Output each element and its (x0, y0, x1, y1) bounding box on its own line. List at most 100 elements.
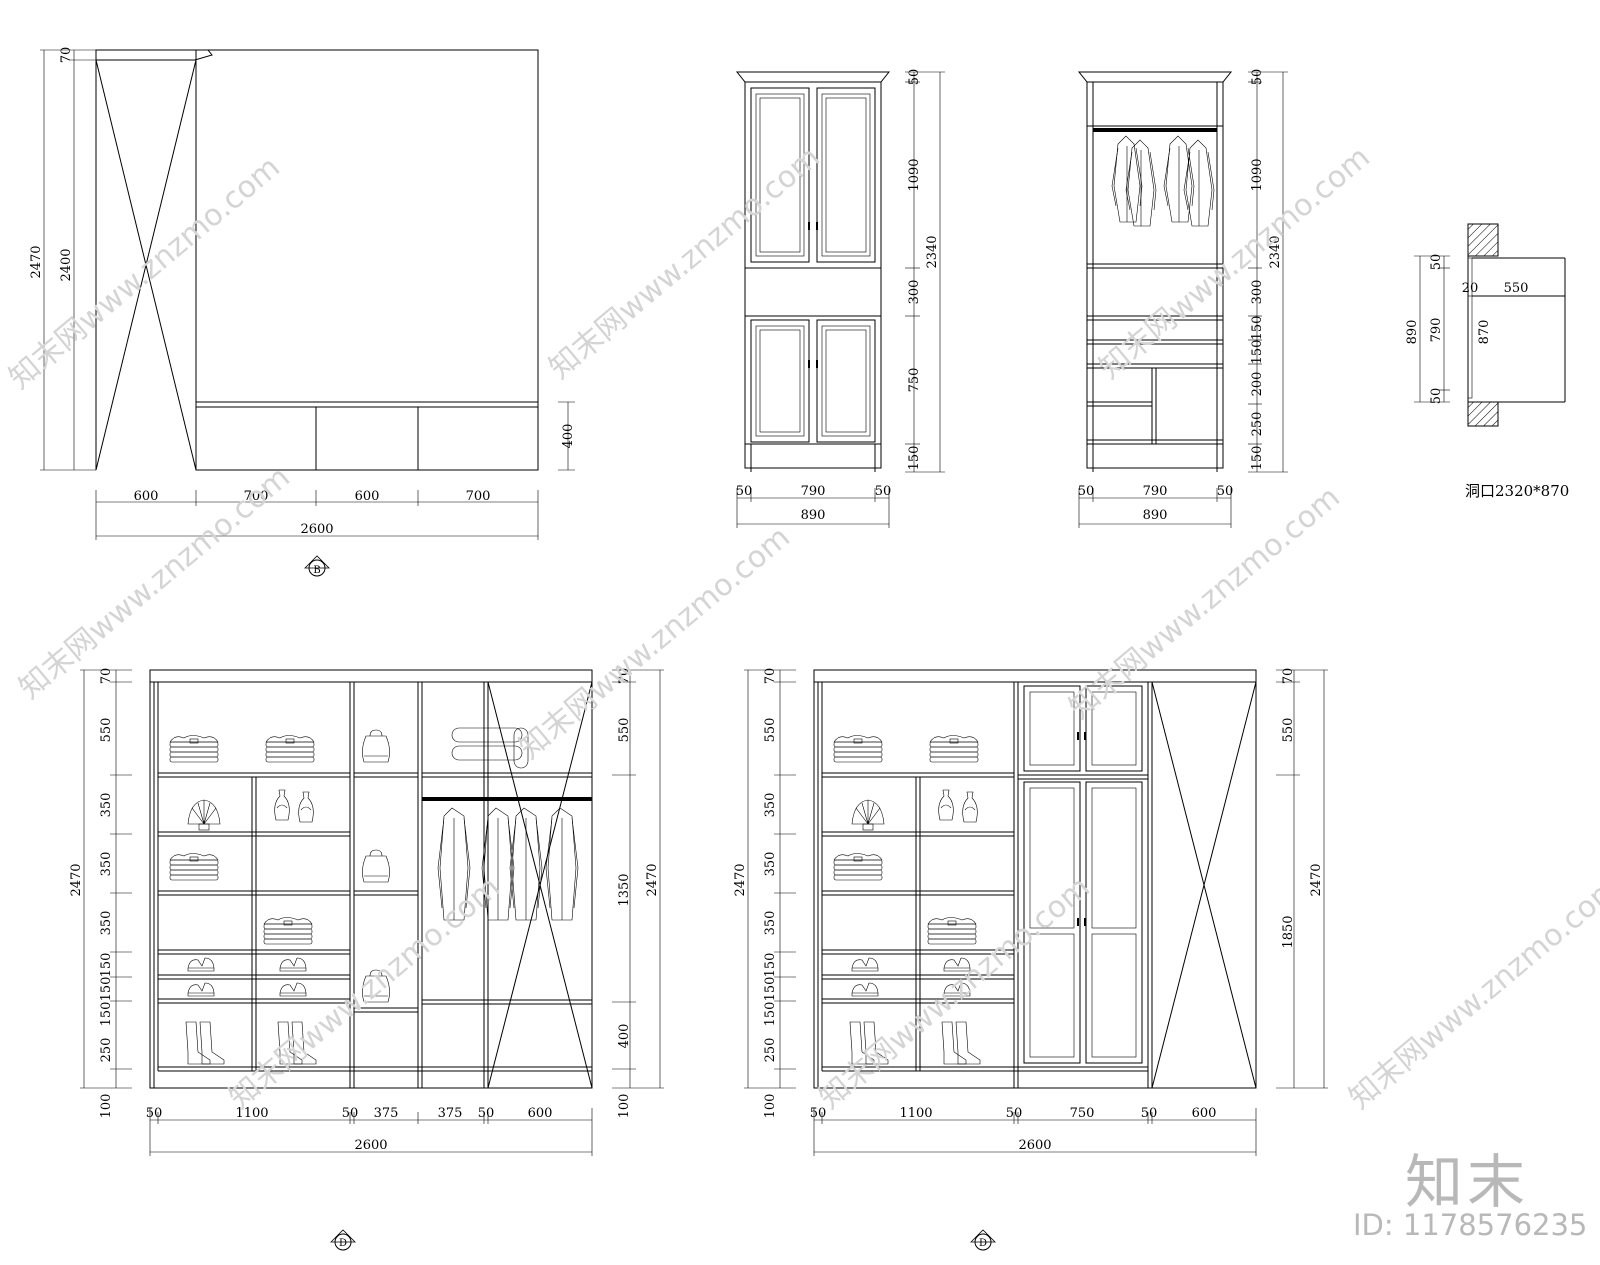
watermark-text: 知末网www.znzmo.com (1093, 140, 1377, 386)
dim-d1-350a: 350 (99, 793, 114, 818)
dim-d1-150a: 150 (99, 953, 114, 978)
dim-d2-b600: 600 (1192, 1106, 1217, 1121)
dim-d1-2470: 2470 (69, 863, 84, 896)
marker-b-label: B (313, 565, 320, 576)
watermark-text: 知末网www.znzmo.com (1063, 480, 1347, 726)
dim-d1-b50c: 50 (478, 1106, 495, 1121)
elevation-d1-labels: 2470 70 550 350 350 350 150 150 150 250 … (69, 668, 660, 1249)
dim-cd-b790: 790 (801, 484, 826, 499)
dim-d2-100: 100 (763, 1094, 778, 1119)
dim-co-2340: 2340 (1268, 235, 1283, 268)
dim-co-150c: 150 (1250, 446, 1265, 471)
dim-s-20: 20 (1462, 281, 1479, 296)
cabinet-open-labels: 50 1090 300 150 150 200 250 150 2340 50 … (1078, 69, 1283, 523)
dim-d1-r400: 400 (617, 1024, 632, 1049)
dim-d1-350b: 350 (99, 852, 114, 877)
brand-logo-text: 知末 (1405, 1148, 1530, 1216)
dim-d2-b750: 750 (1070, 1106, 1095, 1121)
dim-d2-350b: 350 (763, 852, 778, 877)
elevation-b-labels: 2470 2400 70 400 600 700 600 700 2600 B (29, 47, 576, 576)
dim-d2-150a: 150 (763, 953, 778, 978)
dim-d2-150b: 150 (763, 977, 778, 1002)
dim-s-790: 790 (1429, 318, 1444, 343)
watermarks: 知末网www.znzmo.com 知末网www.znzmo.com 知末网www… (3, 140, 1600, 1116)
dim-b-400: 400 (561, 424, 576, 449)
dim-cd-2340: 2340 (925, 235, 940, 268)
dim-d1-100: 100 (99, 1094, 114, 1119)
dim-co-50: 50 (1250, 69, 1265, 86)
dim-d1-b50a: 50 (146, 1106, 163, 1121)
dim-s-890: 890 (1405, 320, 1420, 345)
dim-d2-150c: 150 (763, 1002, 778, 1027)
cabinet-open (1077, 71, 1288, 528)
watermark-text: 知末网www.znzmo.com (513, 520, 797, 766)
dim-d1-b50b: 50 (342, 1106, 359, 1121)
dim-d2-r1850: 1850 (1281, 915, 1296, 948)
marker-d1-label: D (339, 1238, 347, 1249)
dim-cd-150: 150 (907, 446, 922, 471)
dim-s-50a: 50 (1429, 254, 1444, 271)
marker-d2-label: D (979, 1238, 987, 1249)
dim-b-700a: 700 (244, 489, 269, 504)
dim-b-2400: 2400 (59, 248, 74, 281)
dim-s-550: 550 (1504, 281, 1529, 296)
dim-d1-250: 250 (99, 1038, 114, 1063)
dim-d1-70: 70 (99, 668, 114, 685)
dim-d1-b600: 600 (528, 1106, 553, 1121)
dim-b-600b: 600 (355, 489, 380, 504)
dim-co-200: 200 (1250, 372, 1265, 397)
dim-d1-r550: 550 (617, 718, 632, 743)
dim-d2-b1100: 1100 (899, 1106, 932, 1121)
dim-d1-b1100: 1100 (235, 1106, 268, 1121)
dim-d2-250: 250 (763, 1038, 778, 1063)
dim-cd-890: 890 (801, 508, 826, 523)
opening-section-labels: 890 790 50 50 20 550 870 洞口2320*870 (1405, 254, 1569, 500)
dim-b-total: 2600 (300, 522, 333, 537)
dim-co-150a: 150 (1250, 316, 1265, 341)
dim-co-150b: 150 (1250, 340, 1265, 365)
dim-b-700b: 700 (466, 489, 491, 504)
elevation-b (40, 49, 575, 577)
dim-cd-50: 50 (907, 69, 922, 86)
dim-d2-350a: 350 (763, 793, 778, 818)
dim-d1-b375b: 375 (438, 1106, 463, 1121)
section-marker-b (304, 555, 330, 577)
dim-d1-r2470: 2470 (645, 863, 660, 896)
dim-d2-r2470: 2470 (1309, 863, 1324, 896)
dim-d2-r550: 550 (1281, 718, 1296, 743)
dim-d2-b50b: 50 (1006, 1106, 1023, 1121)
dim-b-70: 70 (59, 47, 74, 64)
dim-co-1090: 1090 (1250, 158, 1265, 191)
dim-cd-750: 750 (907, 368, 922, 393)
dim-cd-b50a: 50 (736, 484, 753, 499)
opening-section (1414, 223, 1566, 427)
dim-d2-total: 2600 (1018, 1138, 1051, 1153)
dim-d1-b375a: 375 (374, 1106, 399, 1121)
dim-b-2470: 2470 (29, 245, 44, 278)
dim-co-b50a: 50 (1078, 484, 1095, 499)
section-marker-d1 (330, 1229, 356, 1251)
dim-d1-total: 2600 (354, 1138, 387, 1153)
watermark-text: 知末网www.znzmo.com (1343, 870, 1600, 1116)
dim-d2-r70: 70 (1281, 668, 1296, 685)
cabinet-doors (735, 71, 945, 528)
dim-cd-b50b: 50 (875, 484, 892, 499)
dim-d1-350c: 350 (99, 911, 114, 936)
elevation-d2-labels: 2470 70 550 350 350 350 150 150 150 250 … (733, 668, 1324, 1249)
dim-d2-b50c: 50 (1141, 1106, 1158, 1121)
dim-cd-300: 300 (907, 280, 922, 305)
dim-d1-150c: 150 (99, 1002, 114, 1027)
dim-co-890: 890 (1143, 508, 1168, 523)
dim-co-250: 250 (1250, 412, 1265, 437)
dim-d2-b50a: 50 (810, 1106, 827, 1121)
dim-d2-350c: 350 (763, 911, 778, 936)
cabinet-doors-labels: 50 1090 300 750 150 2340 50 790 50 890 (736, 69, 940, 523)
dim-co-300: 300 (1250, 280, 1265, 305)
dim-co-b50b: 50 (1217, 484, 1234, 499)
dim-d2-2470: 2470 (733, 863, 748, 896)
opening-size-label: 洞口2320*870 (1465, 482, 1569, 500)
elevation-d2 (744, 669, 1328, 1251)
dim-s-50b: 50 (1429, 388, 1444, 405)
dim-d2-70: 70 (763, 668, 778, 685)
